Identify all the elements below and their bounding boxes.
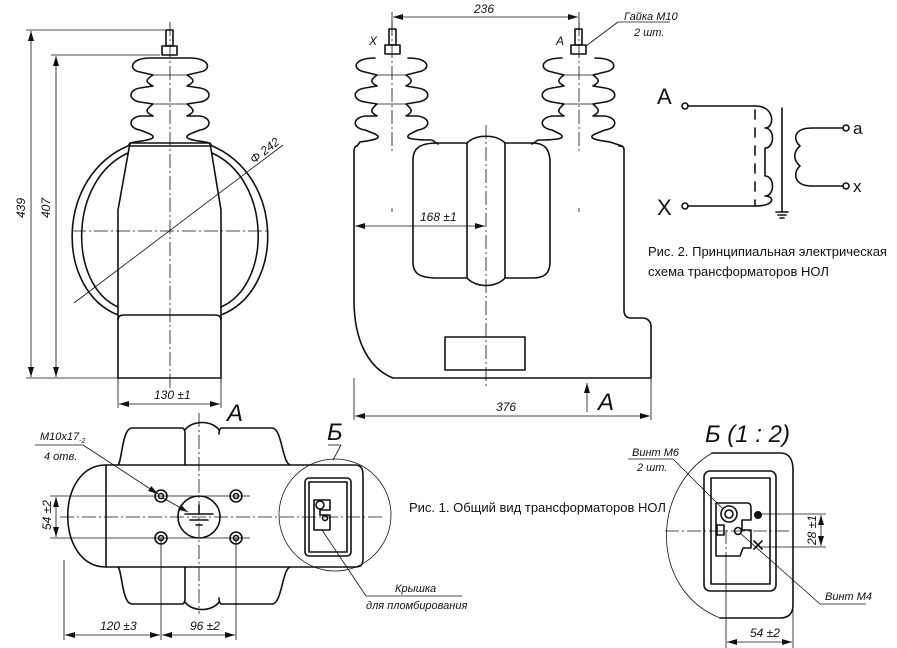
schematic-terminal-a-small: a (853, 119, 863, 138)
terminal-nut (161, 45, 178, 56)
terminal-a-bolt (574, 28, 583, 46)
dim-edge-to-hole: 120 ±3 (100, 619, 137, 633)
terminal-bolt (165, 29, 174, 47)
terminal-label-a: A (555, 34, 564, 48)
figure1-caption: Рис. 1. Общий вид трансформаторов НОЛ (409, 500, 666, 515)
dim-half-width: 168 ±1 (420, 210, 457, 224)
nut-callout-line2: 2 шт. (633, 27, 664, 39)
secondary-winding (793, 127, 813, 187)
base-plate (67, 464, 364, 568)
handle-ring (71, 144, 131, 316)
figure2-caption-line1: Рис. 2. Принципиальная электрическая (648, 244, 887, 259)
dim-hole-spacing-v: 54 ±2 (40, 500, 54, 530)
dim-total-width: 376 (496, 400, 516, 414)
detail-b-title: Б (1 : 2) (705, 421, 790, 448)
schematic-terminal-a: A (657, 84, 672, 109)
figure2-caption-line2: схема трансформаторов НОЛ (648, 264, 829, 279)
dim-body-height: 407 (39, 197, 53, 218)
terminal-block (715, 502, 752, 557)
ground-icon (775, 211, 789, 219)
dim-terminal-spacing: 236 (473, 2, 494, 16)
view-arrow-label: A (596, 389, 614, 416)
detail-b-view: Б (1 : 2) 28 ±1 54 ±2 Винт М6 2 шт. Винт… (628, 421, 872, 648)
dim-detail-vertical: 28 ±1 (805, 515, 819, 546)
screw-m6-icon (720, 505, 738, 523)
cover-callout-line2: для пломбирования (366, 600, 467, 612)
holes-callout-line2: 4 отв. (44, 451, 77, 463)
detail-b-outline (711, 452, 794, 619)
bottom-view-label: A (225, 400, 243, 427)
dim-hole-spacing-h: 96 ±2 (190, 619, 220, 633)
primary-winding (755, 105, 774, 207)
side-view: Φ 242 439 407 130 ±1 (14, 22, 284, 408)
cover-callout-line1: Крышка (395, 583, 436, 595)
housing (353, 145, 652, 379)
schematic-terminal-x-small: x (853, 177, 862, 196)
dim-detail-horizontal: 54 ±2 (750, 626, 780, 640)
terminal-x-bolt (388, 28, 397, 46)
insulator-left (354, 57, 439, 147)
screw-m4-callout: Винт М4 (825, 591, 872, 603)
front-view: X A 236 Гайка М10 2 шт. 1 (353, 2, 679, 420)
insulator-right (531, 57, 623, 147)
detail-b-label: Б (327, 419, 343, 446)
dim-diameter: Φ 242 (247, 135, 282, 167)
terminal-label-x: X (368, 34, 378, 48)
screw-m6-callout-line2: 2 шт. (636, 462, 667, 474)
schematic: A X a x Рис. 2. Принципиальная электриче… (648, 84, 887, 279)
nameplate (444, 336, 526, 371)
body-upper (117, 142, 222, 321)
dim-base-width: 130 ±1 (154, 388, 191, 402)
schematic-terminal-x: X (657, 195, 672, 220)
holes-callout-line1: М10х17-2 (40, 431, 85, 445)
body-base (117, 314, 222, 379)
detail-b-circle (278, 458, 392, 572)
screw-m6-callout-line1: Винт М6 (632, 447, 680, 459)
dim-total-height: 439 (14, 198, 28, 218)
nut-callout-line1: Гайка М10 (624, 11, 679, 23)
bottom-view: A 54 ±2 120 ±3 (35, 400, 666, 640)
